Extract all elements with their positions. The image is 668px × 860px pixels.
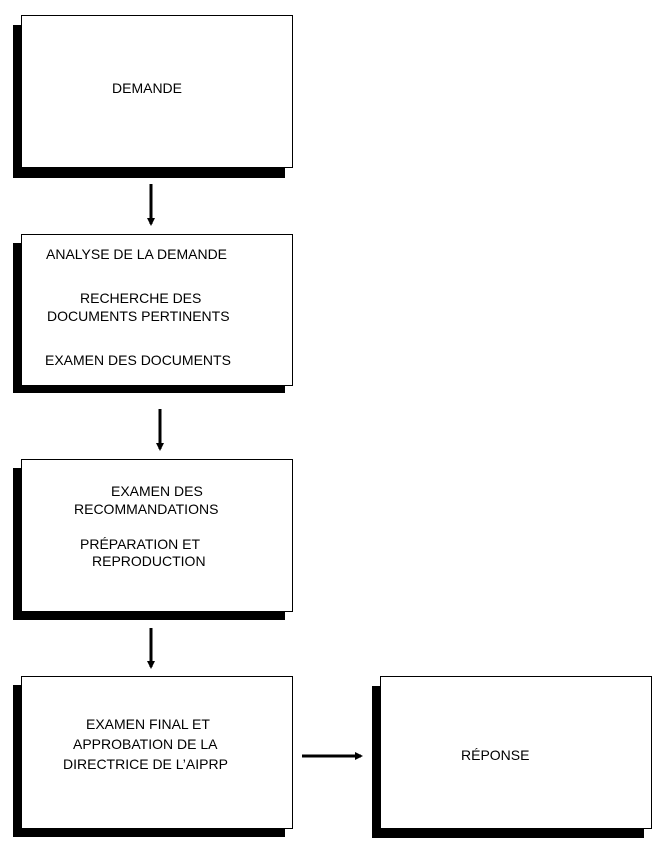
box-analyse-line-1: ANALYSE DE LA DEMANDE	[46, 246, 228, 262]
box-examen-final	[21, 676, 293, 829]
box-examen-final-line-3: DIRECTRICE DE L’AIPRP	[63, 756, 228, 772]
box-analyse	[21, 234, 293, 386]
box-analyse-line-4: EXAMEN DES DOCUMENTS	[45, 352, 231, 368]
box-recommandations-line-1: EXAMEN DES	[111, 483, 203, 499]
box-recommandations	[21, 459, 293, 612]
box-recommandations-line-3: PRÉPARATION ET	[80, 536, 201, 552]
box-analyse-line-2: RECHERCHE DES	[80, 290, 202, 306]
box-demande	[21, 15, 293, 168]
box-reponse-label: RÉPONSE	[461, 747, 530, 763]
box-examen-final-line-1: EXAMEN FINAL ET	[86, 716, 210, 732]
box-demande-label: DEMANDE	[112, 80, 183, 96]
box-examen-final-line-2: APPROBATION DE LA	[73, 736, 218, 752]
box-reponse	[380, 676, 652, 829]
box-recommandations-line-2: RECOMMANDATIONS	[74, 501, 219, 517]
box-recommandations-line-4: REPRODUCTION	[92, 553, 206, 569]
box-analyse-line-3: DOCUMENTS PERTINENTS	[47, 308, 230, 324]
